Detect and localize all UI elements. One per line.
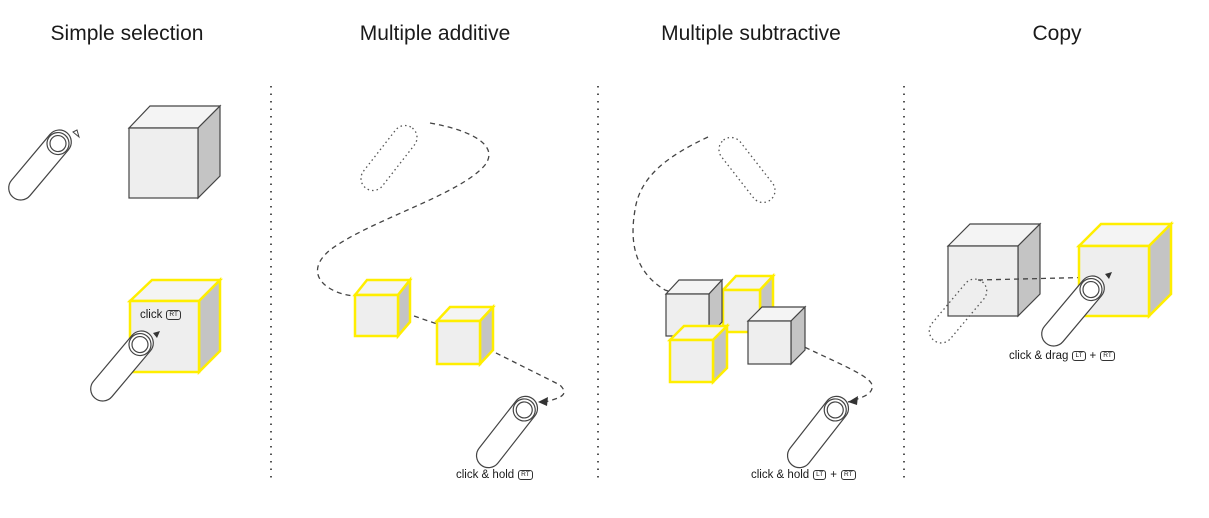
cube-selected-front-icon — [666, 322, 731, 386]
lt-key-icon: LT — [1072, 351, 1086, 361]
plus-sign: + — [830, 469, 837, 481]
label-simple-click: click RT — [140, 309, 181, 321]
subtract-path — [632, 136, 873, 403]
cube-original-icon — [946, 222, 1042, 318]
label-copy-action: click & drag — [1009, 350, 1069, 362]
controller-click-icon — [85, 325, 160, 407]
panel-title-copy: Copy — [1032, 22, 1082, 45]
cube-selected-a-icon — [352, 276, 413, 340]
panel-title-multiple-additive: Multiple additive — [359, 22, 511, 45]
plus-sign: + — [1089, 350, 1097, 362]
copy-drag-line — [977, 276, 1105, 281]
controller-ghost-start-icon — [355, 120, 423, 196]
controller-idle-icon — [3, 124, 80, 206]
cube-unselected-icon — [127, 104, 222, 200]
label-simple-action: click — [140, 309, 163, 321]
panel-title-multiple-subtractive: Multiple subtractive — [661, 22, 841, 45]
label-copy: click & drag LT + RT — [1009, 350, 1115, 362]
rt-key-icon: RT — [166, 310, 181, 320]
rt-key-icon: RT — [518, 470, 533, 480]
controller-end-icon-2 — [782, 390, 854, 474]
panel-title-simple-selection: Simple selection — [50, 22, 204, 45]
label-subtractive: click & hold LT + RT — [751, 469, 856, 481]
label-subtractive-action: click & hold — [751, 469, 810, 481]
label-additive: click & hold RT — [456, 469, 533, 481]
cube-selected-b-icon — [434, 303, 496, 368]
rt-key-icon: RT — [1100, 351, 1115, 361]
selection-path — [316, 122, 565, 403]
label-additive-action: click & hold — [456, 469, 515, 481]
cube-deselected-a-icon — [664, 278, 724, 338]
controller-ghost-start-icon-2 — [713, 132, 781, 208]
controller-drag-icon — [1036, 270, 1112, 352]
cube-deselected-b-icon — [746, 305, 807, 366]
controller-end-icon — [471, 390, 543, 474]
lt-key-icon: LT — [813, 470, 827, 480]
rt-key-icon: RT — [841, 470, 856, 480]
